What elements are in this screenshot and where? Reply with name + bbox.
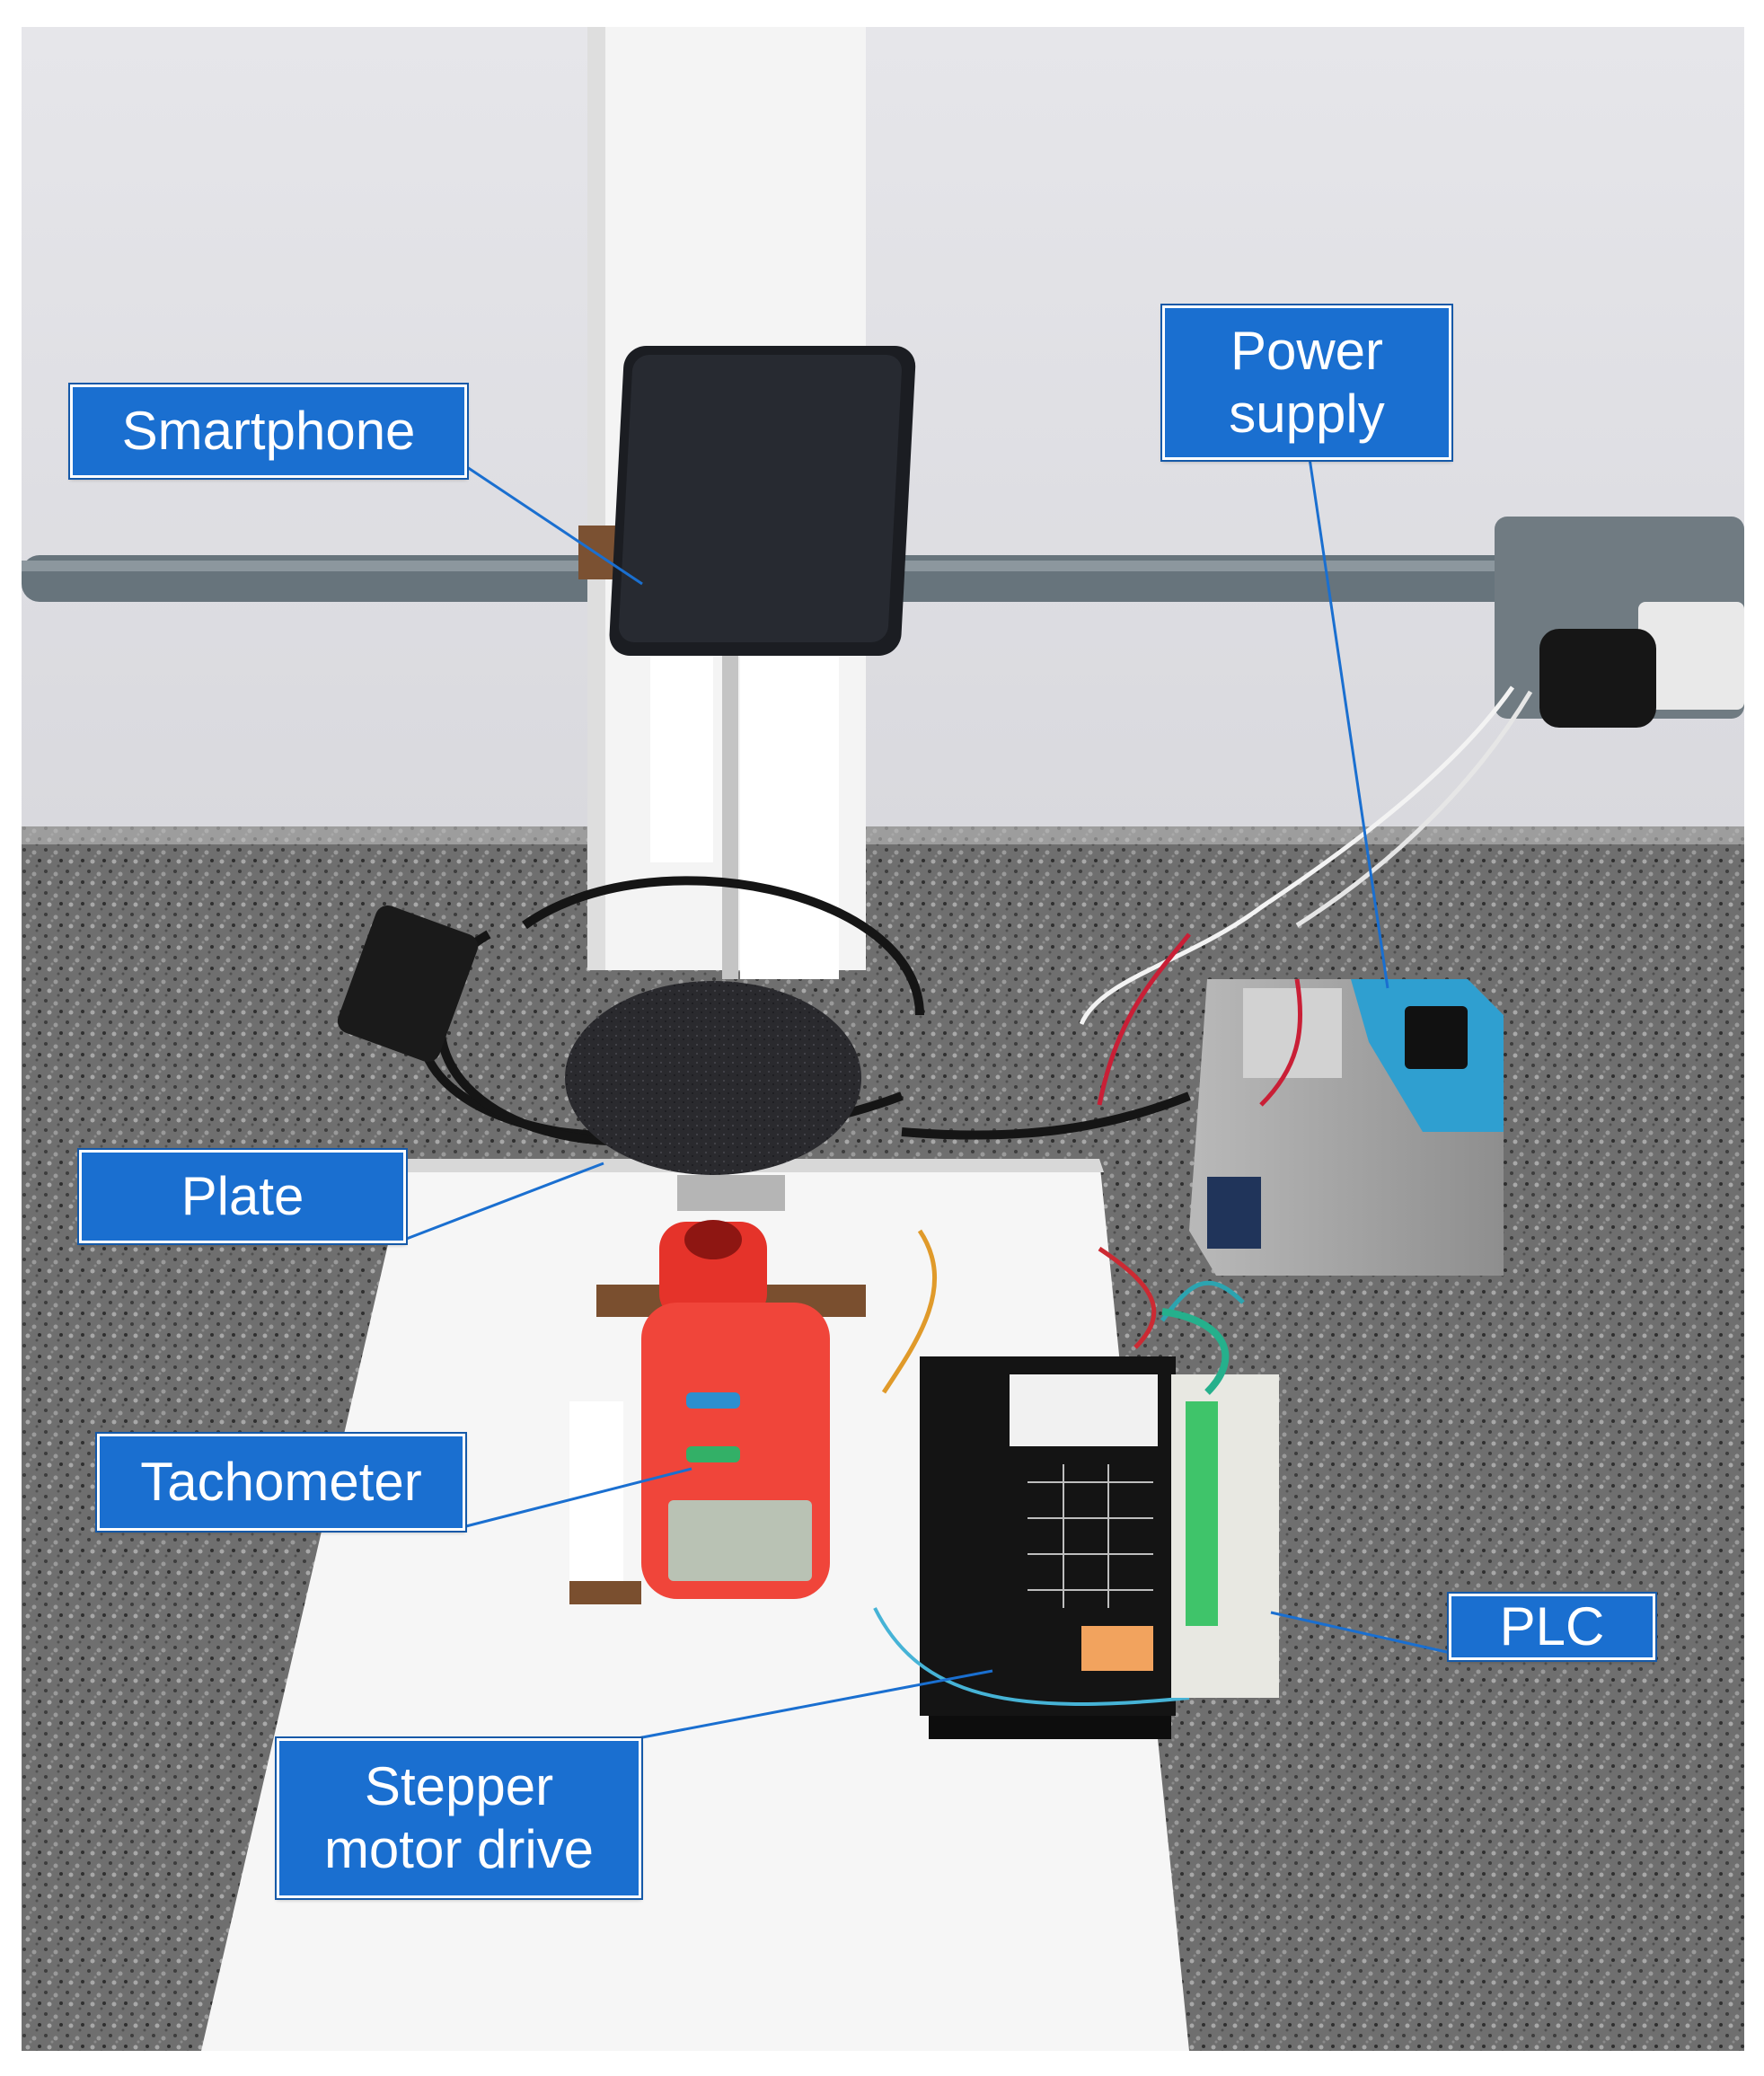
label-plate-text: Plate — [181, 1166, 304, 1226]
label-smartphone-text: Smartphone — [121, 401, 416, 461]
label-plate: Plate — [77, 1148, 408, 1245]
stepper-drive-device — [873, 1356, 1190, 1739]
power-adapter — [337, 905, 479, 1063]
wall-plug — [1539, 629, 1656, 728]
label-tachometer: Tachometer — [95, 1432, 467, 1533]
label-plc: PLC — [1447, 1592, 1657, 1662]
plc-device — [1161, 1308, 1279, 1698]
label-tachometer-text: Tachometer — [140, 1452, 422, 1512]
rotating-plate — [565, 981, 861, 1175]
label-plc-text: PLC — [1499, 1596, 1605, 1656]
label-smartphone: Smartphone — [68, 383, 469, 480]
power-supply-device — [1189, 979, 1504, 1276]
smartphone-device — [609, 346, 916, 656]
label-power-supply-text: Power supply — [1229, 321, 1385, 444]
experimental-setup-photo — [22, 27, 1744, 2051]
label-power-supply: Power supply — [1160, 304, 1453, 462]
label-stepper-motor-drive: Stepper motor drive — [275, 1736, 643, 1900]
label-stepper-motor-drive-text: Stepper motor drive — [323, 1756, 595, 1879]
